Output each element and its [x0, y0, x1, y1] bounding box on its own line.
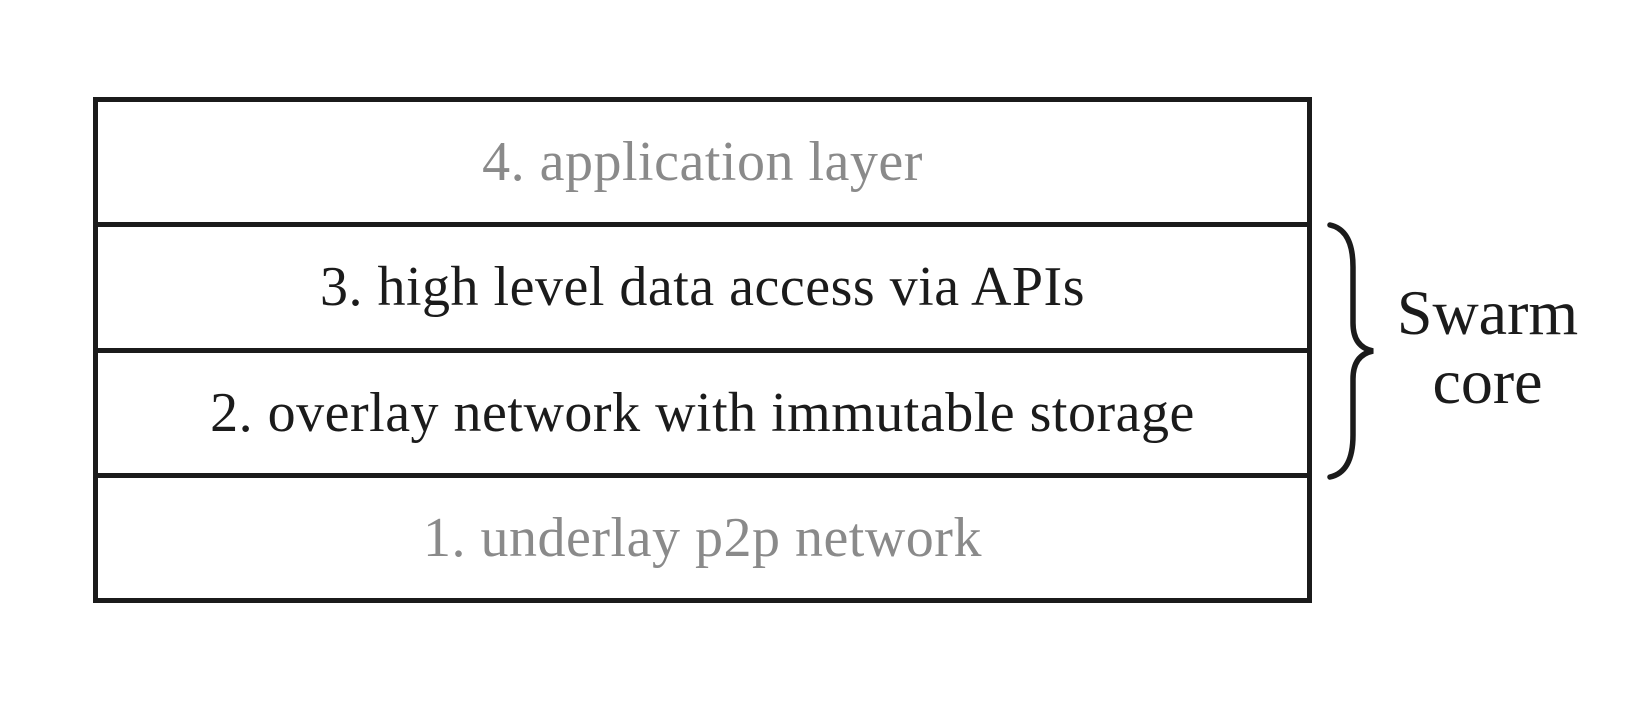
- curly-brace-icon: [1327, 222, 1374, 480]
- layer-label-application: 4. application layer: [482, 131, 923, 194]
- layer-label-underlay-network: 1. underlay p2p network: [423, 506, 982, 569]
- brace-label-swarm-core: Swarm core: [1375, 278, 1600, 416]
- layer-label-api-access: 3. high level data access via APIs: [319, 256, 1085, 319]
- layer-stack-box: 4. application layer 3. high level data …: [93, 97, 1312, 603]
- layer-row-application: 4. application layer: [98, 102, 1307, 228]
- brace-label-line2: core: [1432, 346, 1543, 418]
- layer-label-overlay-network: 2. overlay network with immutable storag…: [210, 381, 1195, 444]
- layer-row-underlay-network: 1. underlay p2p network: [98, 478, 1307, 598]
- layer-row-overlay-network: 2. overlay network with immutable storag…: [98, 353, 1307, 478]
- brace-label-line1: Swarm: [1396, 277, 1579, 348]
- layer-row-api-access: 3. high level data access via APIs: [98, 227, 1307, 353]
